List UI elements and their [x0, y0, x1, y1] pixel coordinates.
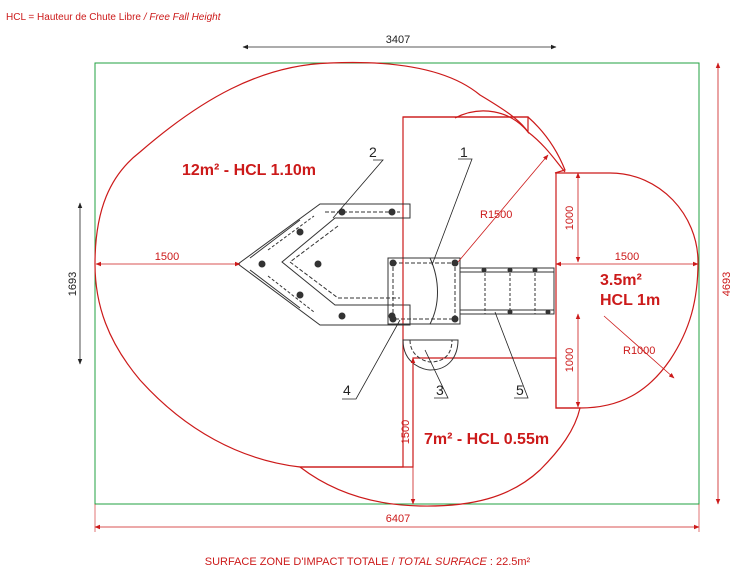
dim-line-arc-right — [603, 315, 675, 379]
callout-2: 2 — [369, 144, 377, 160]
dim-right-radius: 1500 — [615, 251, 639, 263]
dim-arc-right: R1000 — [623, 345, 655, 357]
dim-total-width: 6407 — [386, 513, 410, 525]
dim-arc-top: R1500 — [480, 209, 512, 221]
callout-5: 5 — [516, 382, 524, 398]
dim-upper-offset: 1000 — [564, 206, 576, 230]
impact-arc-upper — [403, 116, 566, 174]
callout-leaders — [332, 158, 529, 400]
footer-label: SURFACE ZONE D'IMPACT TOTALE / — [204, 556, 398, 568]
footer-label-en: TOTAL SURFACE — [397, 556, 487, 568]
footer-value: : 22.5m² — [489, 556, 531, 568]
hcl-definition: HCL = Hauteur de Chute Libre — [6, 12, 141, 23]
equipment-step — [402, 339, 459, 371]
impact-zone-bottom — [298, 357, 581, 507]
equipment-bridge — [459, 267, 555, 315]
callout-1: 1 — [460, 144, 468, 160]
zone-right-hcl: HCL 1m — [600, 292, 660, 309]
hcl-definition-en: Free Fall Height — [149, 12, 221, 23]
dim-total-height: 4693 — [721, 272, 733, 296]
impact-zone-right — [555, 172, 699, 409]
equipment-slide-arm — [237, 203, 411, 326]
dim-lower-offset: 1000 — [564, 348, 576, 372]
zone-right-area: 3.5m² — [600, 272, 642, 289]
impact-zone-left — [94, 61, 529, 468]
callout-3: 3 — [436, 382, 444, 398]
footer-total-surface: SURFACE ZONE D'IMPACT TOTALE / TOTAL SUR… — [0, 556, 735, 568]
zone-left-label: 12m² - HCL 1.10m — [182, 162, 316, 179]
separator: / — [143, 12, 147, 23]
dim-left-height: 1693 — [67, 272, 79, 296]
dim-top-width: 3407 — [386, 34, 410, 46]
zone-bottom-label: 7m² - HCL 0.55m — [424, 431, 549, 448]
dim-bottom-radius: 1500 — [400, 420, 412, 444]
equipment-tower — [387, 257, 461, 325]
callout-4: 4 — [343, 382, 351, 398]
dim-line-arc-top — [457, 154, 549, 263]
impact-arc-top — [454, 110, 566, 173]
header-legend: HCL = Hauteur de Chute Libre / Free Fall… — [6, 12, 220, 23]
dim-left-radius: 1500 — [155, 251, 179, 263]
